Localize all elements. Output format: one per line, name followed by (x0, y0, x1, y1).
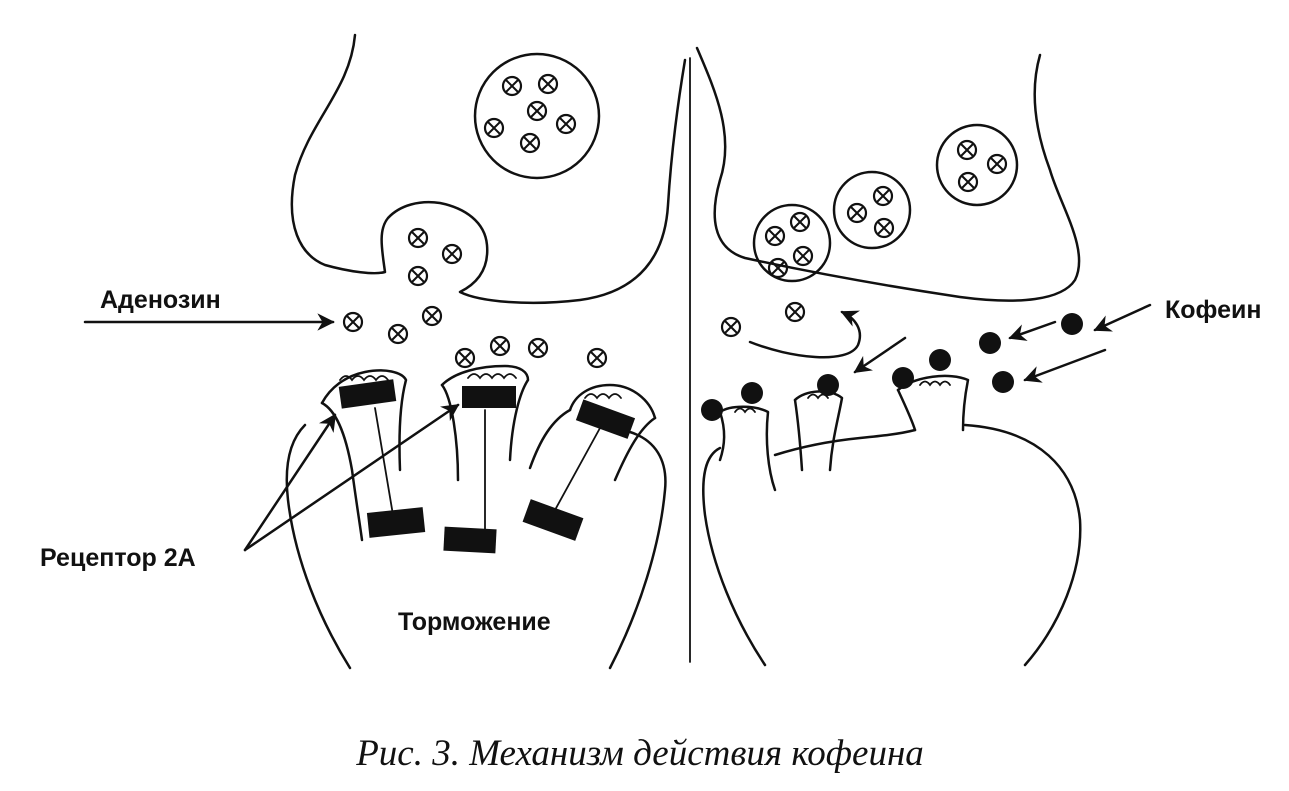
adenosine-molecule (483, 117, 505, 139)
adenosine-molecule (407, 265, 429, 287)
adenosine-molecule (407, 227, 429, 249)
adenosine-receptor-1 (320, 369, 426, 542)
caffeine-molecule (1061, 313, 1083, 335)
left-vesicle (473, 52, 601, 180)
blocked-receptor-2 (793, 390, 844, 472)
figure-caption: Рис. 3. Механизм действия кофеина (355, 733, 924, 774)
adenosine-label: Аденозин (100, 286, 221, 314)
receptor-label: Рецептор 2А (40, 544, 196, 572)
adenosine-molecule (526, 100, 548, 122)
caffeine-molecule (892, 367, 914, 389)
left-presynaptic-terminal (290, 33, 687, 305)
right-vesicle-3 (935, 123, 1019, 207)
caffeine-molecule (992, 371, 1014, 393)
adenosine-molecule (519, 132, 541, 154)
adenosine-molecule (586, 347, 608, 369)
caffeine-molecule (741, 382, 763, 404)
adenosine-molecule (784, 301, 806, 323)
right-vesicle-1 (752, 203, 832, 283)
adenosine-molecule (387, 323, 409, 345)
adenosine-molecule (846, 202, 868, 224)
adenosine-molecule (873, 217, 895, 239)
adenosine-molecule (957, 171, 979, 193)
caffeine-arrow-2 (1008, 320, 1057, 341)
adenosine-molecule (441, 243, 463, 265)
caffeine-arrow-3 (1023, 348, 1107, 383)
right-postsynaptic-cell (702, 423, 1082, 667)
adenosine-molecule (454, 347, 476, 369)
adenosine-molecule (421, 305, 443, 327)
right-presynaptic-terminal (695, 46, 1081, 302)
adenosine-receptor-3 (522, 383, 657, 541)
caffeine-molecule (929, 349, 951, 371)
vesicle-adenosine-molecules-right (764, 139, 1008, 279)
adenosine-molecule (527, 337, 549, 359)
left-postsynaptic-cell (285, 423, 667, 670)
adenosine-molecule (986, 153, 1008, 175)
blocked-receptor-3 (896, 374, 970, 432)
adenosine-molecule (767, 257, 789, 279)
adenosine-molecule (501, 75, 523, 97)
caffeine-molecule (979, 332, 1001, 354)
caffeine-molecules (701, 313, 1083, 421)
blocked-receptor-1 (718, 405, 777, 492)
caffeine-molecule (701, 399, 723, 421)
cleft-adenosine-molecules (342, 311, 608, 369)
adenosine-molecule (555, 113, 577, 135)
caffeine-arrow-1 (1093, 303, 1152, 332)
caffeine-molecule (817, 374, 839, 396)
inhibition-label: Торможение (398, 608, 551, 636)
adenosine-molecule (489, 335, 511, 357)
caffeine-label: Кофеин (1165, 296, 1261, 324)
receptor-arrow-1 (243, 413, 337, 552)
receptor-arrow-2 (243, 403, 460, 552)
adenosine-molecule (872, 185, 894, 207)
adenosine-molecule (764, 225, 786, 247)
adenosine-receptor-2 (440, 364, 530, 554)
adenosine-molecule (342, 311, 364, 333)
adenosine-molecule (956, 139, 978, 161)
vesicle-adenosine-molecules (407, 73, 577, 327)
adenosine-molecule (537, 73, 559, 95)
displaced-adenosine-molecules (720, 301, 806, 338)
caffeine-arrow-4 (853, 336, 907, 374)
adenosine-molecule (720, 316, 742, 338)
adenosine-molecule (789, 211, 811, 233)
adenosine-molecule (792, 245, 814, 267)
right-vesicle-2 (832, 170, 912, 250)
displaced-adenosine-arrow (748, 310, 862, 359)
